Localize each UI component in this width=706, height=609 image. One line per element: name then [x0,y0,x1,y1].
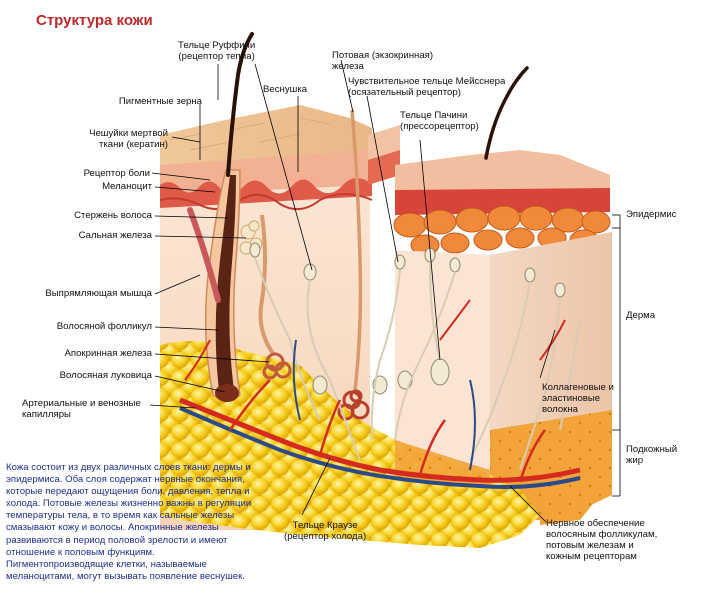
blood-vessels [179,299,581,489]
label-vessels: Артериальные и венозные капилляры [22,398,141,420]
label-epidermis: Эпидермис [626,209,677,220]
label-collagen: Коллагеновые и эластиновые волокна [542,382,614,415]
page-title: Структура кожи [36,12,153,29]
label-bulb: Волосяная луковица [59,370,152,381]
label-dermis: Дерма [626,310,656,321]
label-meissner: Чувствительное тельце Мейсснера (осязате… [348,76,506,98]
description-text: Кожа состоит из двух различных слоев тка… [6,462,252,582]
receptors [249,242,566,395]
label-nerve-supply: Нервное обеспечение волосяным фолликулам… [546,518,658,562]
label-ruffini: Тельце Руффини (рецептор тепла) [178,40,256,62]
label-follicle: Волосяной фолликул [56,321,152,332]
exocrine-coil [337,389,370,421]
label-pacini: Тельце Пачини (прессорецептор) [400,110,479,132]
label-hair-shaft: Стержень волоса [74,210,152,221]
hair-follicle-group [187,32,529,402]
nerves [254,257,581,471]
label-sweat-gland: Потовая (экзокринная) железа [332,50,434,72]
label-sebaceous: Сальная железа [78,230,152,241]
label-apocrine: Апокринная железа [64,348,152,359]
label-melanocyte: Меланоцит [102,181,152,192]
label-erector: Выпрямляющая мышца [45,288,152,299]
label-pain-receptor: Рецептор боли [83,168,150,179]
right-block [368,125,612,520]
label-freckle: Веснушка [263,84,308,95]
label-pigment-grains: Пигментные зерна [118,96,202,107]
label-krause: Тельце Краузе (рецептор холода) [284,520,367,542]
label-subcutaneous: Подкожный жир [626,444,678,466]
label-dead-scales: Чешуйки мертвой ткани (кератин) [89,128,168,150]
sweat-glands [258,109,370,421]
leader-lines [149,59,621,523]
